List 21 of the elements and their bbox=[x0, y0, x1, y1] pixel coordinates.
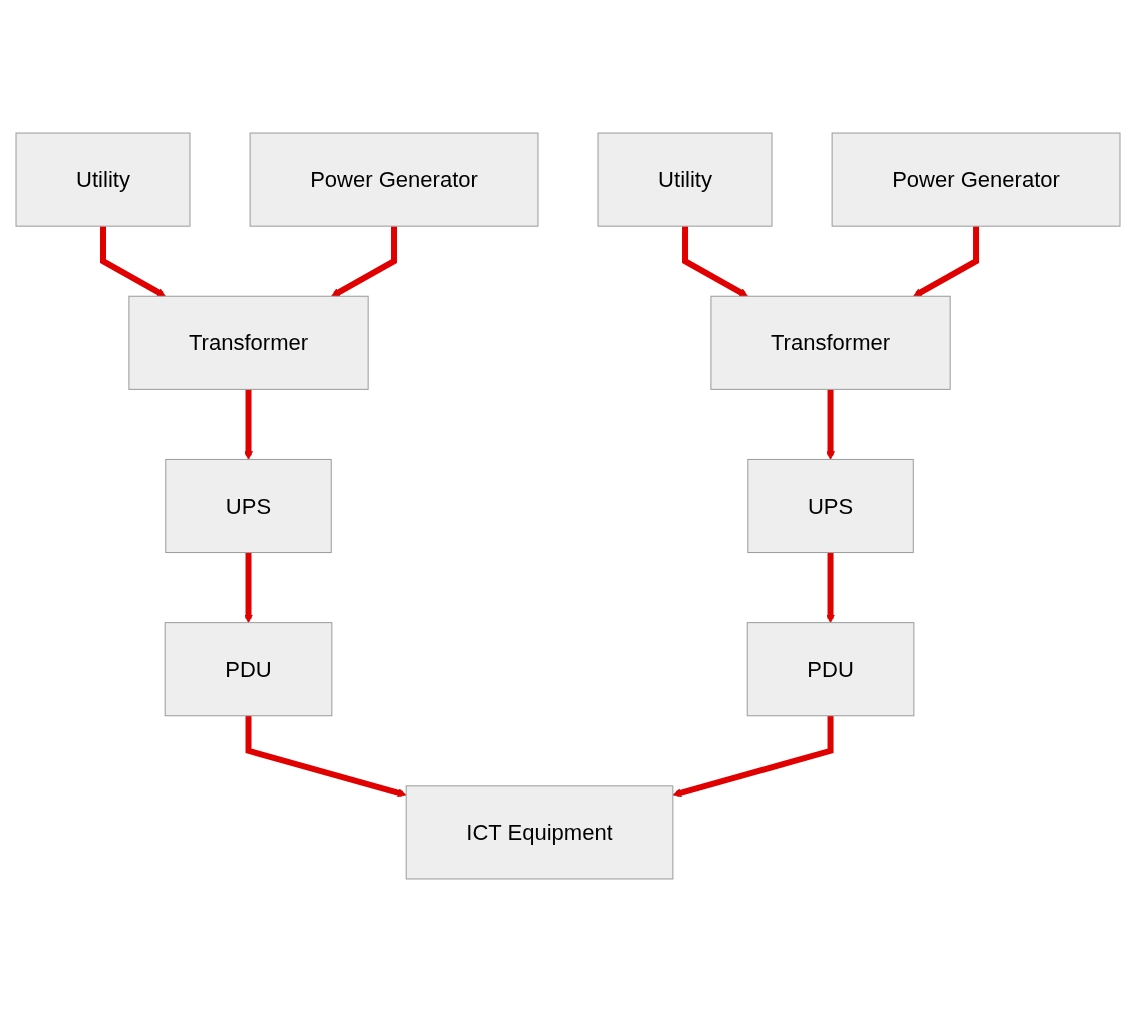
arrow bbox=[244, 552, 253, 624]
arrow bbox=[682, 226, 748, 297]
arrow bbox=[245, 715, 407, 798]
node-box: Utility bbox=[597, 132, 773, 227]
arrow bbox=[331, 226, 398, 297]
arrow bbox=[913, 226, 980, 297]
node-box: Transformer bbox=[128, 295, 369, 390]
node-box: UPS bbox=[747, 458, 914, 554]
node-box: Utility bbox=[15, 132, 191, 227]
node-box: PDU bbox=[746, 622, 915, 717]
arrow bbox=[244, 389, 253, 460]
node-box: UPS bbox=[165, 458, 332, 554]
node-box: Power Generator bbox=[831, 132, 1121, 227]
node-box: ICT Equipment bbox=[405, 785, 674, 880]
node-box: Transformer bbox=[710, 295, 951, 390]
arrow bbox=[826, 389, 835, 460]
node-box: Power Generator bbox=[249, 132, 539, 227]
arrow bbox=[672, 715, 834, 798]
arrow bbox=[100, 226, 166, 297]
node-box: PDU bbox=[164, 622, 333, 717]
arrow bbox=[826, 552, 835, 624]
